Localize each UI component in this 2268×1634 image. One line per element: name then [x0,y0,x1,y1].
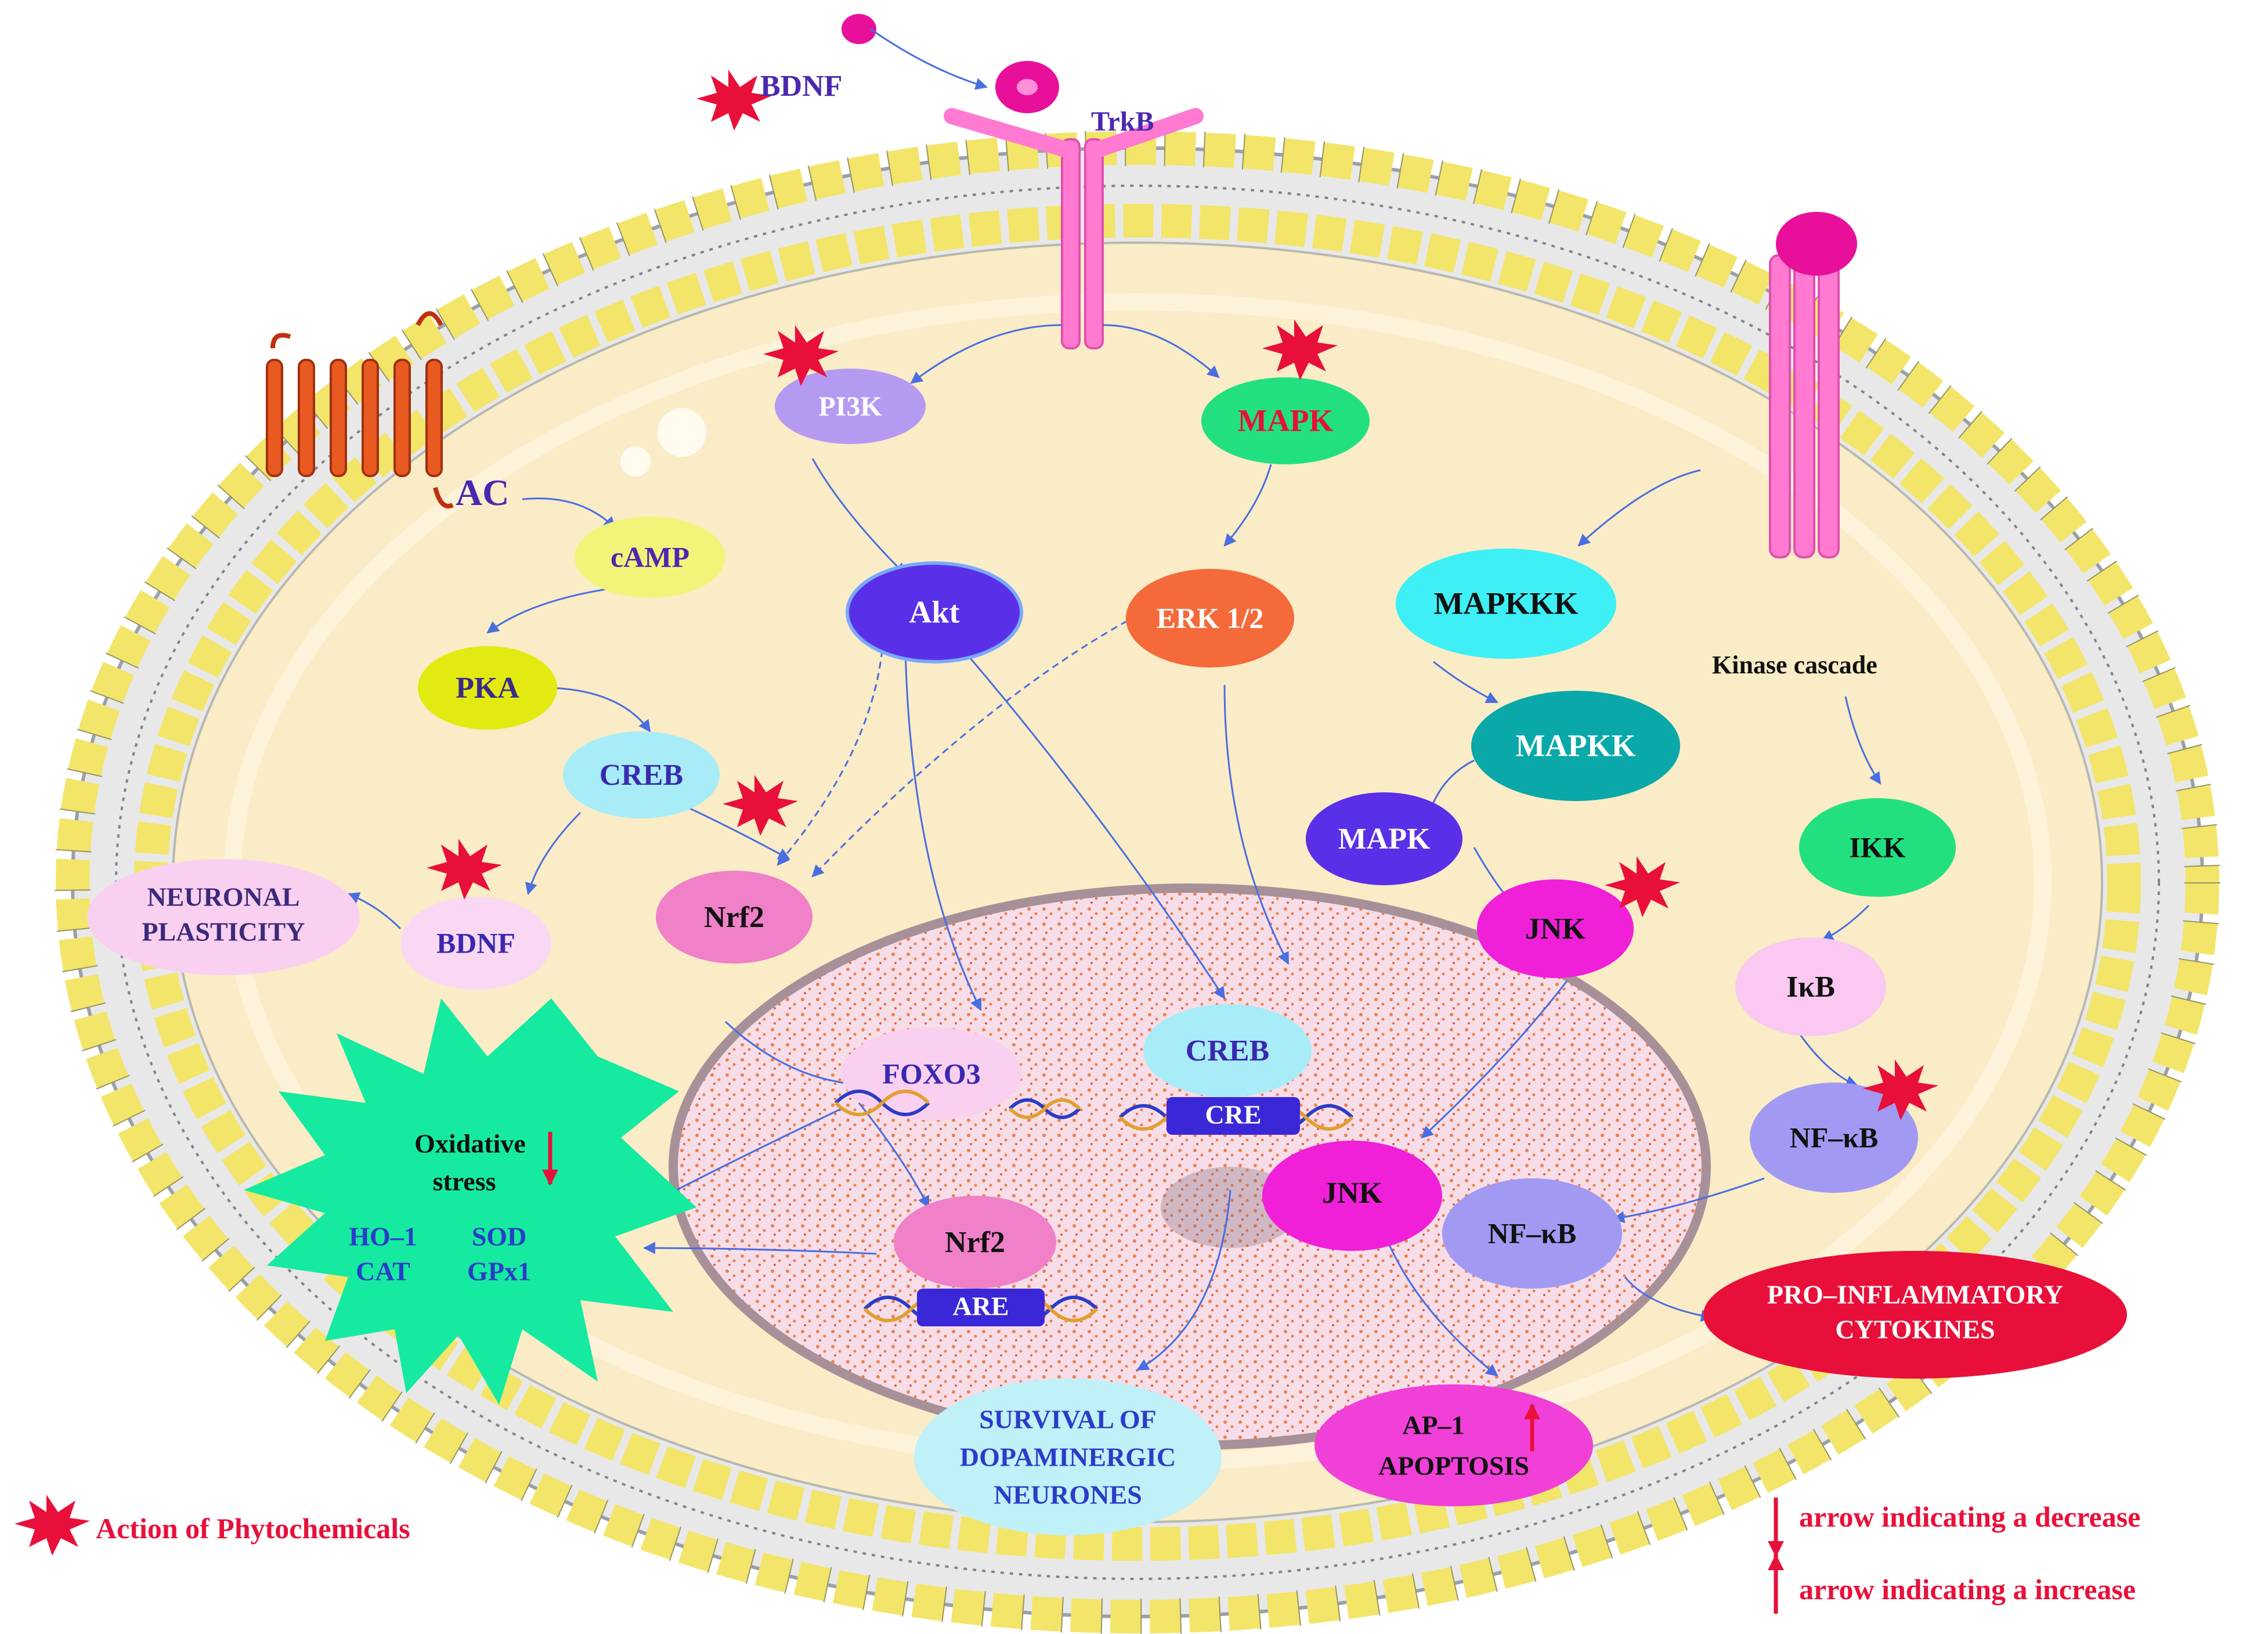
svg-text:JNK: JNK [1525,912,1586,946]
phytochemical-stars [15,70,1938,1556]
enzyme-ho1: HO–1 [349,1222,417,1251]
bdnf-label: BDNF [760,70,843,103]
svg-text:SURVIVAL OF: SURVIVAL OF [979,1405,1157,1434]
svg-text:NF–κB: NF–κB [1790,1121,1879,1153]
ac-label: AC [456,472,509,513]
phytochem-star-icon [723,775,798,836]
node-creb-nuc: CREB [1143,1004,1312,1097]
node-jnk-nuc: JNK [1262,1141,1442,1251]
trkb-receptor [944,61,1204,349]
svg-text:PLASTICITY: PLASTICITY [142,917,305,947]
svg-text:APOPTOSIS: APOPTOSIS [1378,1451,1529,1481]
svg-text:NEURONES: NEURONES [994,1480,1142,1510]
enzyme-cat: CAT [356,1257,410,1286]
svg-text:ERK 1/2: ERK 1/2 [1157,601,1264,634]
svg-text:Nrf2: Nrf2 [945,1226,1005,1259]
node-mapk-top: MAPK [1201,377,1370,464]
node-creb-cyto: CREB [563,731,720,818]
svg-text:JNK: JNK [1322,1177,1383,1210]
legend-phytochem: Action of Phytochemicals [96,1512,410,1545]
svg-text:FOXO3: FOXO3 [882,1057,980,1090]
svg-text:PRO–INFLAMMATORY: PRO–INFLAMMATORY [1767,1280,2063,1310]
node-foxo3: FOXO3 [842,1027,1021,1120]
phytochem-star-icon [15,1495,90,1556]
kinase-cascade-label: Kinase cascade [1712,651,1877,679]
node-nfkb-nuc: NF–κB [1442,1178,1622,1289]
svg-text:NEURONAL: NEURONAL [147,882,299,912]
svg-text:PI3K: PI3K [818,391,882,422]
svg-text:MAPKKK: MAPKKK [1434,586,1579,621]
phytochem-star-icon [1863,1059,1938,1120]
oxidative-stress-burst: Oxidative stress HO–1 SOD CAT GPx1 [244,998,696,1405]
svg-text:DOPAMINERGIC: DOPAMINERGIC [960,1442,1176,1472]
node-nfkb-cyto: NF–κB [1750,1083,1918,1193]
svg-text:MAPK: MAPK [1238,403,1334,438]
legend: Action of Phytochemicals arrow indicatin… [96,1498,2140,1614]
node-nrf2-nuc: Nrf2 [894,1196,1056,1289]
svg-text:MAPK: MAPK [1338,823,1431,856]
node-camp: cAMP [575,517,725,598]
bdnf-ligand-free [842,14,876,44]
svg-text:Akt: Akt [909,594,959,629]
node-akt: Akt [846,561,1023,663]
node-pka: PKA [418,646,557,730]
phytochem-star-icon [1262,319,1338,380]
svg-text:Nrf2: Nrf2 [704,901,764,934]
svg-text:NF–κB: NF–κB [1488,1217,1577,1249]
phytochem-star-icon [1605,856,1680,917]
svg-text:AP–1: AP–1 [1402,1411,1464,1440]
node-neuronal-plasticity: NEURONAL PLASTICITY [87,859,360,975]
svg-text:CYTOKINES: CYTOKINES [1835,1315,1995,1344]
are-dna-element: ARE [863,1289,1099,1326]
node-mapk-mid: MAPK [1306,792,1462,885]
phytochem-star-icon [696,70,772,131]
phytochem-star-icon [427,839,502,900]
node-pi3k: PI3K [775,369,926,444]
legend-increase: arrow indicating a increase [1799,1573,2136,1606]
node-erk: ERK 1/2 [1126,569,1294,668]
svg-text:cAMP: cAMP [611,540,689,573]
svg-text:BDNF: BDNF [436,926,515,959]
node-survival-dopaminergic: SURVIVAL OF DOPAMINERGIC NEURONES [914,1379,1222,1535]
trkb-label: TrkB [1091,106,1154,137]
oxidative-title-1: Oxidative [414,1129,526,1159]
node-ap1-apoptosis: AP–1 APOPTOSIS [1314,1384,1593,1506]
node-mapkkk: MAPKKK [1396,549,1616,659]
svg-text:MAPKK: MAPKK [1516,728,1636,763]
legend-decrease: arrow indicating a decrease [1799,1500,2140,1533]
svg-text:CRE: CRE [1205,1100,1261,1130]
phytochem-star-icon [763,325,839,386]
svg-text:CREB: CREB [599,759,683,792]
node-pro-inflammatory-cytokines: PRO–INFLAMMATORY CYTOKINES [1703,1251,2127,1379]
node-mapkk: MAPKK [1471,691,1680,801]
svg-text:IKK: IKK [1849,831,1905,863]
svg-text:CREB: CREB [1186,1034,1269,1067]
cre-dna-element: CRE [1118,1097,1354,1135]
svg-text:IκB: IκB [1786,971,1835,1004]
dna-helix-foxo3 [834,1090,1081,1119]
node-ikb: IκB [1735,937,1886,1036]
cytokine-receptor [1769,212,1857,558]
oxidative-title-2: stress [432,1167,496,1196]
node-jnk-cyto: JNK [1477,879,1634,978]
enzyme-sod: SOD [472,1222,527,1251]
svg-text:PKA: PKA [456,672,519,705]
ac-receptor [266,311,454,508]
node-bdnf-cyto: BDNF [400,897,551,990]
pathway-arrows [347,28,1881,1377]
node-ikk: IKK [1799,798,1956,897]
enzyme-gpx1: GPx1 [467,1257,531,1286]
svg-text:ARE: ARE [952,1292,1009,1321]
node-nrf2-cyto: Nrf2 [656,871,812,964]
